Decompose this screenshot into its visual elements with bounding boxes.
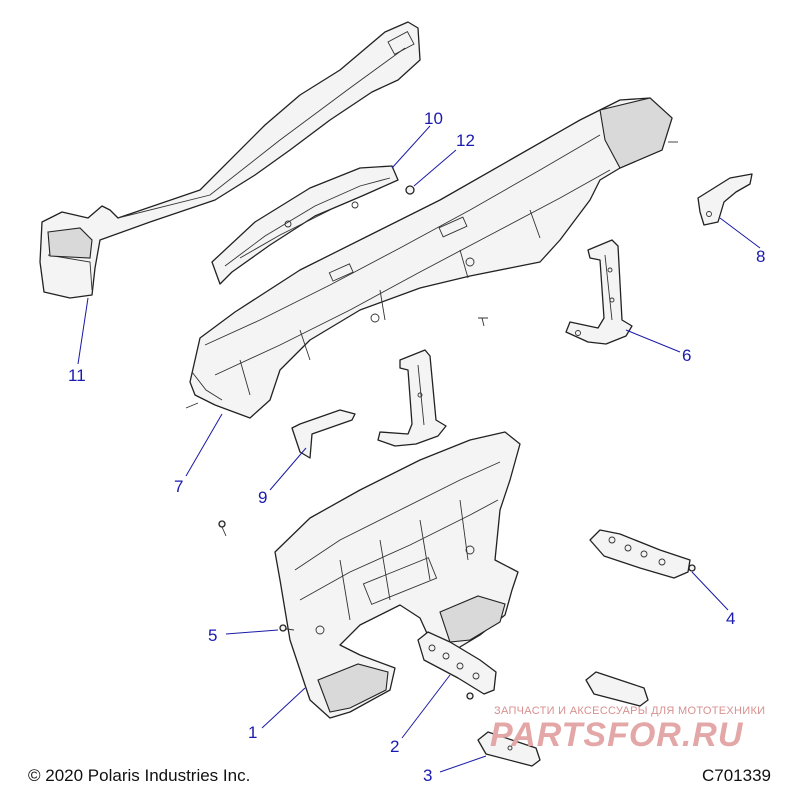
- callout-11: 11: [68, 366, 86, 385]
- part-10-upper-panel: [211, 165, 399, 285]
- drawing-code: C701339: [702, 766, 772, 785]
- callout-10: 10: [424, 109, 443, 128]
- part-5-screw: [279, 624, 295, 632]
- callout-9: 9: [258, 488, 267, 507]
- part-3-foot-pad: [477, 671, 649, 767]
- part-9-tab-bracket: [291, 409, 356, 459]
- callout-3: 3: [423, 766, 432, 785]
- part-12-nut: [405, 185, 415, 195]
- part-4-perforated-bracket: [589, 529, 696, 579]
- callout-1: 1: [248, 723, 257, 742]
- part-6-mount-bracket: [565, 239, 633, 345]
- callout-4: 4: [726, 609, 735, 628]
- watermark-tagline: ЗАПЧАСТИ И АКСЕССУАРЫ ДЛЯ МОТОТЕХНИКИ: [494, 705, 766, 717]
- part-8-bracket: [697, 173, 753, 226]
- part-2-perforated-bracket: [417, 631, 497, 700]
- callout-labels: 1 2 3 4 5 6 7 8 9 10 11 12: [68, 109, 765, 785]
- center-mount-bracket: [377, 349, 447, 447]
- fascia-screws: [185, 141, 678, 409]
- callout-2: 2: [390, 737, 399, 756]
- callout-7: 7: [174, 477, 183, 496]
- part-11-side-rail: [39, 21, 421, 299]
- leader-lines: [77, 125, 761, 773]
- callout-6: 6: [682, 346, 691, 365]
- callout-12: 12: [456, 131, 475, 150]
- callout-8: 8: [756, 247, 765, 266]
- callout-5: 5: [208, 626, 217, 645]
- copyright-text: © 2020 Polaris Industries Inc.: [28, 766, 251, 785]
- part-screw-extra: [218, 520, 227, 537]
- watermark-logo: PARTSFOR.RU: [490, 716, 744, 754]
- part-7-rear-fascia: [189, 97, 673, 419]
